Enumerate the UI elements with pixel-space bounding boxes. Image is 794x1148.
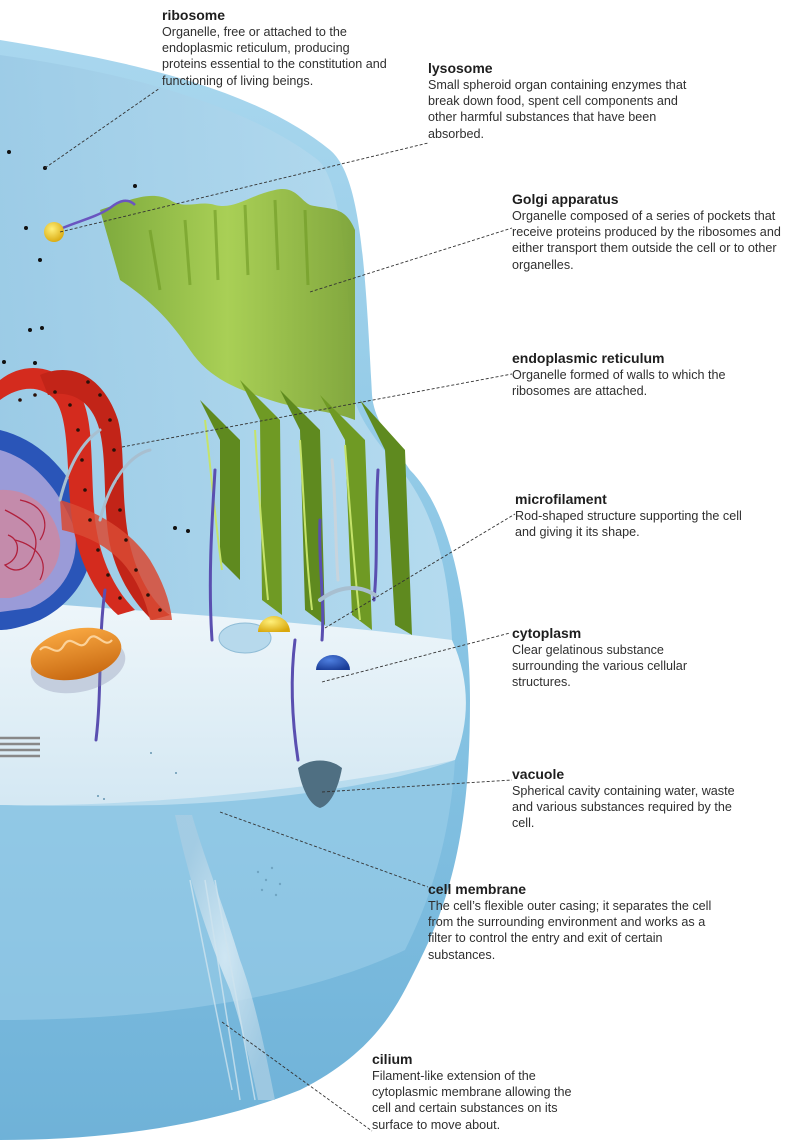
label-endoplasmic-reticulum: endoplasmic reticulum Organelle formed o… <box>512 350 734 399</box>
microfilament-text: Rod-shaped structure supporting the cell… <box>515 508 745 540</box>
vacuole-title: vacuole <box>512 766 750 783</box>
label-cell-membrane: cell membrane The cell’s flexible outer … <box>428 881 713 963</box>
golgi-text: Organelle composed of a series of pocket… <box>512 208 794 273</box>
er-text: Organelle formed of walls to which the r… <box>512 367 734 399</box>
ribosome-text: Organelle, free or attached to the endop… <box>162 24 397 89</box>
label-cilium: cilium Filament-like extension of the cy… <box>372 1051 582 1133</box>
cilium-text: Filament-like extension of the cytoplasm… <box>372 1068 582 1133</box>
lysosome-text: Small spheroid organ containing enzymes … <box>428 77 690 142</box>
ribosome-title: ribosome <box>162 7 397 24</box>
membrane-text: The cell’s flexible outer casing; it sep… <box>428 898 713 963</box>
microfilament-title: microfilament <box>515 491 745 508</box>
label-ribosome: ribosome Organelle, free or attached to … <box>162 7 397 89</box>
golgi-title: Golgi apparatus <box>512 191 794 208</box>
lysosome-title: lysosome <box>428 60 690 77</box>
vacuole-text: Spherical cavity containing water, waste… <box>512 783 750 832</box>
label-golgi-apparatus: Golgi apparatus Organelle composed of a … <box>512 191 794 273</box>
label-cytoplasm: cytoplasm Clear gelatinous substance sur… <box>512 625 717 691</box>
cytoplasm-text: Clear gelatinous substance surrounding t… <box>512 642 717 691</box>
membrane-title: cell membrane <box>428 881 713 898</box>
label-vacuole: vacuole Spherical cavity containing wate… <box>512 766 750 832</box>
er-title: endoplasmic reticulum <box>512 350 734 367</box>
label-lysosome: lysosome Small spheroid organ containing… <box>428 60 690 142</box>
label-microfilament: microfilament Rod-shaped structure suppo… <box>515 491 745 540</box>
cilium-title: cilium <box>372 1051 582 1068</box>
cytoplasm-title: cytoplasm <box>512 625 717 642</box>
